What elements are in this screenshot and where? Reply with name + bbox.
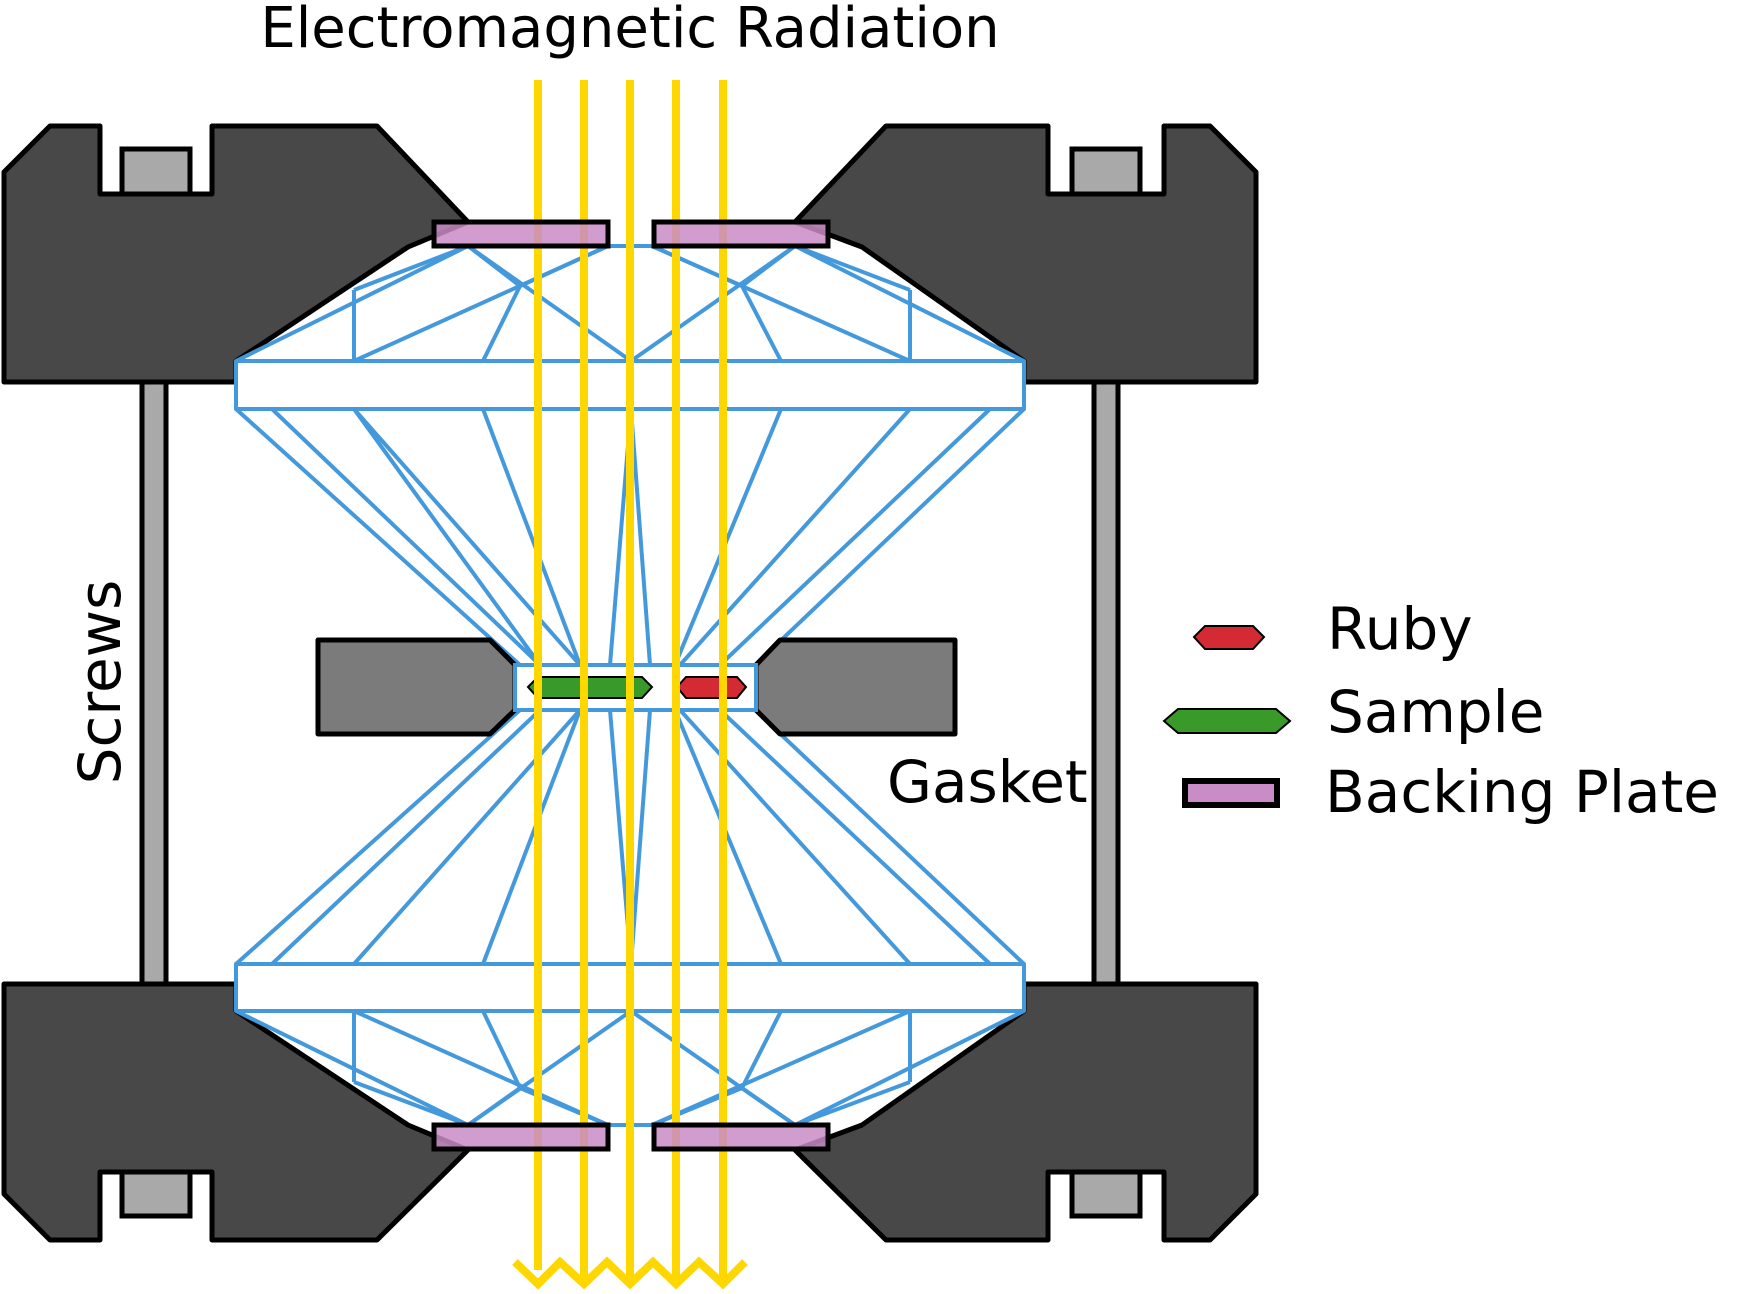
legend-backing-plate-swatch — [1182, 778, 1280, 808]
bottom-right-screw-head — [1069, 1169, 1143, 1219]
backing-plate-bottom-right — [651, 1122, 831, 1152]
legend-ruby-swatch — [1192, 625, 1266, 650]
legend-sample-label: Sample — [1327, 678, 1544, 746]
top-left-screw-head — [119, 146, 193, 197]
ruby-crystal — [675, 676, 748, 699]
backing-plate-top-right — [651, 219, 831, 249]
top-right-body-block — [792, 123, 1259, 385]
backing-plate-bottom-left — [431, 1122, 611, 1152]
top-right-screw-head — [1069, 146, 1143, 197]
gasket — [315, 637, 958, 737]
diagram-title: Electromagnetic Radiation — [260, 0, 999, 61]
legend: Ruby Sample Backing Plate — [1162, 595, 1719, 826]
right-screw-rod — [1091, 375, 1121, 989]
gasket-label: Gasket — [887, 748, 1088, 816]
legend-ruby-label: Ruby — [1327, 595, 1473, 663]
bottom-right-body-block — [792, 981, 1259, 1243]
radiation-beams — [512, 80, 748, 1290]
backing-plates — [431, 219, 831, 1152]
left-screw-rod — [139, 375, 169, 989]
screws-label: Screws — [66, 580, 134, 785]
radiation-arrowheads — [512, 1256, 748, 1290]
bottom-left-screw-head — [119, 1169, 193, 1219]
legend-sample-swatch — [1162, 708, 1292, 734]
backing-plate-top-left — [431, 219, 611, 249]
legend-backing-plate-label: Backing Plate — [1325, 758, 1719, 826]
